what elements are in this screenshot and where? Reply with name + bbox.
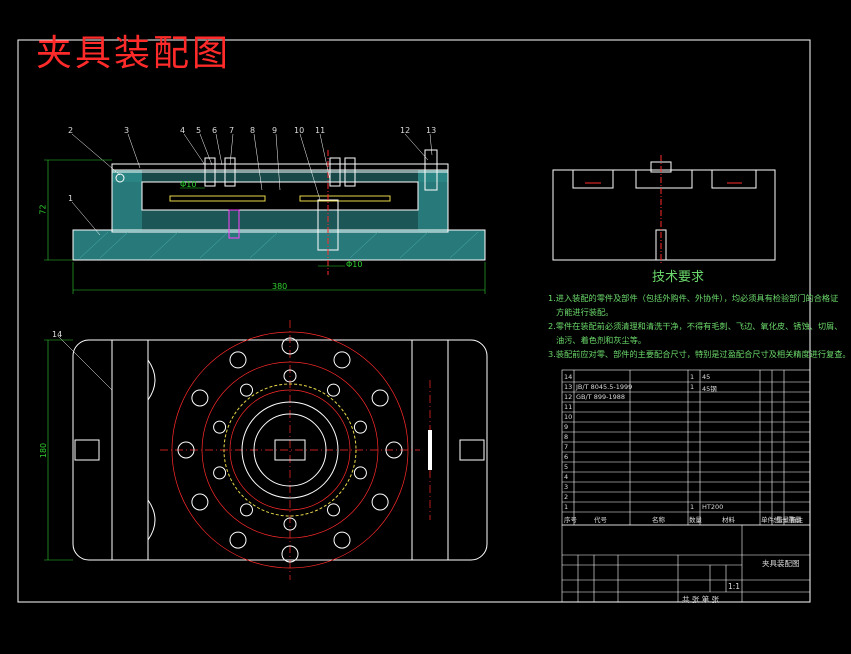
- bom-header-material: 材料: [722, 516, 735, 524]
- callout-1: 1: [68, 194, 74, 203]
- callout-12: 12: [400, 126, 411, 135]
- bom-header-qty: 数量: [689, 516, 702, 524]
- plan-view: [44, 320, 488, 580]
- bom-cell-no: 14: [564, 373, 573, 381]
- callout-4: 4: [180, 126, 186, 135]
- bolt-hole: [240, 383, 253, 397]
- callout-6: 6: [212, 126, 218, 135]
- bom-cell-qty: 1: [690, 503, 695, 511]
- bom-cell-no: 9: [564, 423, 569, 431]
- bom-header-total-weight: 总计 重量: [773, 516, 802, 524]
- bom-table: [561, 369, 811, 526]
- bolt-hole: [353, 466, 367, 480]
- tech-requirements-heading: 技术要求: [652, 270, 705, 285]
- callout-10: 10: [294, 126, 305, 135]
- callout-11: 11: [315, 126, 326, 135]
- tech-line: 1.进入装配的零件及部件（包括外购件、外协件），均必须具有检验部门的合格证: [548, 293, 839, 303]
- bolt-hole: [385, 441, 403, 459]
- bolt-hole: [240, 503, 253, 517]
- bolt-hole: [353, 420, 367, 434]
- bom-cell-qty: 1: [690, 373, 695, 381]
- bolt-hole: [281, 337, 299, 355]
- dim-height: 72: [38, 204, 48, 215]
- front-section-view: [44, 133, 486, 294]
- dim-plate-height: 180: [39, 442, 49, 459]
- bom-header-name: 名称: [652, 516, 665, 524]
- bolt-hole: [327, 503, 340, 517]
- callout-13: 13: [426, 126, 437, 135]
- bolt-hole: [229, 351, 247, 369]
- bom-cell-no: 4: [564, 473, 569, 481]
- cad-drawing: [17, 39, 811, 603]
- bolt-hole: [191, 493, 209, 511]
- bom-cell-mat: HT200: [702, 503, 724, 511]
- bom-header-no: 序号: [564, 516, 577, 524]
- tech-line: 油污、着色剂和灰尘等。: [556, 335, 647, 345]
- bolt-hole: [281, 545, 299, 563]
- bolt-hole: [213, 466, 227, 480]
- callout-5: 5: [196, 126, 202, 135]
- dim-bore: Φ10: [346, 260, 363, 269]
- bolt-hole: [229, 531, 247, 549]
- title-block-drawing-name: 夹具装配图: [762, 559, 800, 568]
- bom-cell-no: 12: [564, 393, 573, 401]
- bolt-hole: [333, 531, 351, 549]
- bom-cell-no: 8: [564, 433, 569, 441]
- dim-width: 380: [272, 282, 288, 291]
- bom-cell-no: 5: [564, 463, 569, 471]
- drawing-title: 夹具装配图: [36, 33, 232, 74]
- tech-line: 方能进行装配。: [556, 307, 614, 317]
- callout-9: 9: [272, 126, 278, 135]
- bolt-hole: [191, 389, 209, 407]
- bom-cell-code: JB/T 8045.5-1999: [576, 383, 633, 391]
- bom-cell-no: 1: [564, 503, 569, 511]
- title-block-scale: 1:1: [728, 582, 741, 591]
- bom-header-code: 代号: [594, 516, 607, 524]
- bom-cell-no: 11: [564, 403, 573, 411]
- bolt-hole: [177, 441, 195, 459]
- bolt-hole: [371, 389, 389, 407]
- bom-cell-no: 13: [564, 383, 573, 391]
- dim-bore-2: Φ10: [180, 180, 197, 189]
- side-view: [552, 155, 776, 265]
- title-block: [561, 524, 811, 603]
- callout-7: 7: [229, 126, 235, 135]
- bolt-hole: [327, 383, 340, 397]
- bom-cell-no: 10: [564, 413, 573, 421]
- tech-line: 2.零件在装配前必须清理和清洗干净，不得有毛刺、飞边、氧化皮、锈蚀、切屑、: [548, 321, 843, 331]
- bom-header-note: 备注: [790, 516, 803, 524]
- bom-cell-code: GB/T 899-1988: [576, 393, 626, 401]
- bolt-holes: [177, 337, 403, 563]
- bolt-hole: [283, 369, 297, 383]
- callout-8: 8: [250, 126, 256, 135]
- callout-3: 3: [124, 126, 130, 135]
- bom-cell-mat: 45: [702, 373, 711, 381]
- bom-cell-qty: 1: [690, 383, 695, 391]
- bom-header-unit-weight: 单件 重量: [761, 516, 790, 524]
- bolt-hole: [371, 493, 389, 511]
- bolt-hole: [283, 517, 297, 531]
- bom-cell-no: 6: [564, 453, 569, 461]
- bom-cell-mat: 45钢: [702, 385, 717, 393]
- bom-cell-no: 3: [564, 483, 569, 491]
- callout-2: 2: [68, 126, 74, 135]
- title-block-sheet: 共 张 第 张: [682, 595, 720, 604]
- callout-14: 14: [52, 330, 63, 339]
- drawing-canvas: 夹具装配图 技术要求 1.进入装配的零件及部件（包括外购件、外协件），均必须具有…: [17, 33, 851, 604]
- bom-cell-no: 2: [564, 493, 569, 501]
- bolt-hole: [213, 420, 227, 434]
- drawing-border: [17, 39, 811, 603]
- bom-cell-no: 7: [564, 443, 569, 451]
- tech-line: 3.装配前应对零、部件的主要配合尺寸，特别是过盈配合尺寸及相关精度进行复查。: [548, 349, 851, 359]
- bolt-hole: [333, 351, 351, 369]
